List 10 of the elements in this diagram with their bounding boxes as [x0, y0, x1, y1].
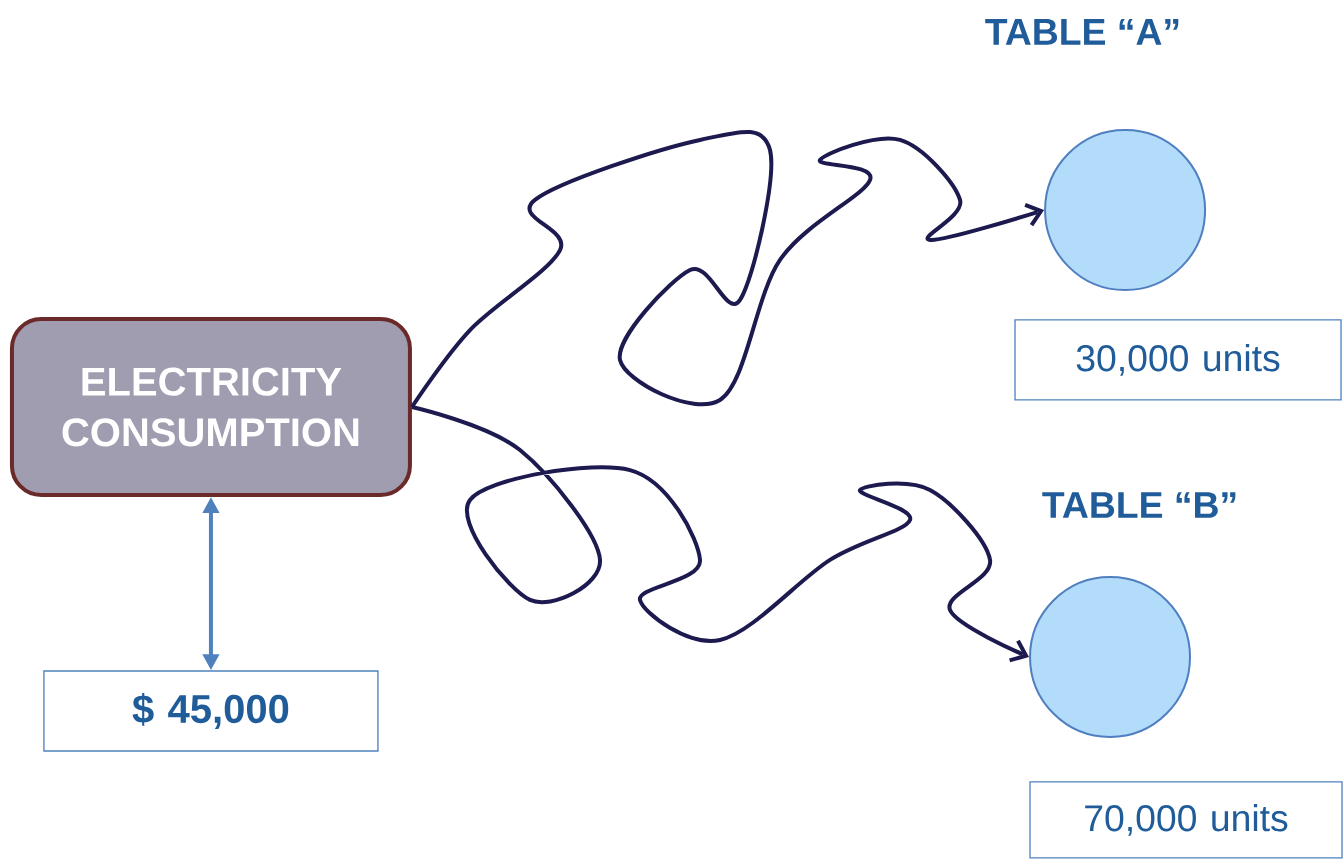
table-heading: TABLE “B” [1042, 492, 1236, 518]
arrow [411, 405, 1029, 663]
table-heading: TABLE “A” [985, 19, 1179, 45]
value-box: 30,000 units [1014, 319, 1342, 401]
circle [1029, 576, 1191, 738]
process-box: ELECTRICITY CONSUMPTION [9, 317, 412, 497]
circle [1044, 129, 1207, 292]
value-box: 70,000 units [1029, 781, 1343, 859]
value-box: $ 45,000 [43, 670, 379, 752]
arrow [410, 130, 1045, 409]
